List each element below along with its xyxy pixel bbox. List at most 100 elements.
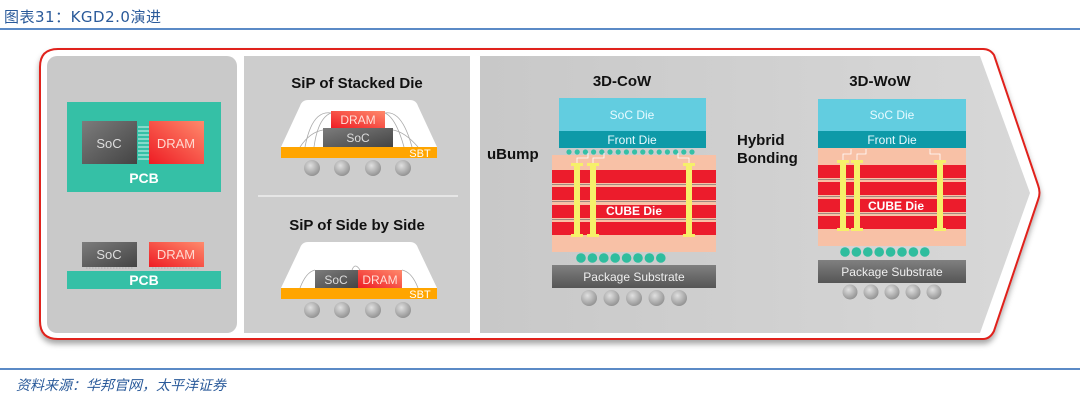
tsv-cap <box>587 163 599 166</box>
pcb-discrete-bottom: SoC DRAM PCB <box>67 242 221 289</box>
tsv-via <box>854 160 860 231</box>
bump <box>576 253 586 263</box>
tsv-via <box>686 163 692 237</box>
bump <box>897 247 907 257</box>
tsv-cap <box>837 160 849 163</box>
sbt-label: SBT <box>409 289 431 301</box>
tsv-cap <box>683 234 695 237</box>
bump-row <box>576 253 666 263</box>
bonding-label: Bonding <box>737 150 798 167</box>
front-die-label: Front Die <box>607 133 657 147</box>
solder-ball <box>842 284 858 300</box>
tsv-via <box>574 163 580 237</box>
interconnect-trace <box>842 149 941 160</box>
solder-balls <box>304 302 411 318</box>
bump <box>644 253 655 263</box>
front-die-label: Front Die <box>867 133 917 147</box>
soc-die-label: SoC Die <box>870 108 915 122</box>
ubump <box>664 149 671 155</box>
figure-caption: 图表31：KGD2.0演进 <box>4 8 162 26</box>
soc-label: SoC <box>346 131 370 145</box>
source-divider <box>0 368 1080 370</box>
ubump <box>689 149 695 155</box>
hybrid-label: Hybrid <box>737 132 785 149</box>
tsv-via <box>840 160 846 231</box>
sip-side-title: SiP of Side by Side <box>289 217 425 234</box>
bump <box>656 253 666 263</box>
ubump <box>607 149 613 155</box>
tsv-cap <box>837 228 849 231</box>
bump <box>840 247 850 257</box>
substrate-label: Package Substrate <box>583 270 685 284</box>
soc-label: SoC <box>96 136 121 151</box>
caption-divider <box>0 28 1080 30</box>
ubump <box>566 149 572 155</box>
panel-1-bg <box>47 56 237 333</box>
bump-row <box>840 247 930 257</box>
solder-ball <box>581 290 597 306</box>
tsv-cap <box>683 163 695 166</box>
tsv-via <box>590 163 596 237</box>
ubump <box>591 149 597 155</box>
ubump <box>582 149 589 155</box>
ubump <box>615 149 621 155</box>
3d-wow-title: 3D-WoW <box>849 73 911 90</box>
tsv-via <box>937 160 943 231</box>
solder-ball <box>863 284 879 300</box>
pcb-label: PCB <box>129 170 159 186</box>
solder-ball <box>926 284 942 300</box>
soc-label: SoC <box>96 247 121 262</box>
ubump <box>623 149 630 155</box>
pcb-discrete-top: SoC DRAM PCB <box>67 102 221 192</box>
3d-cow-stack: 3D-CoW uBump SoC Die Front Die CUBE Die … <box>487 73 716 306</box>
solder-ball <box>603 290 620 306</box>
interconnect-trace <box>576 153 690 163</box>
ubump <box>656 149 662 155</box>
dram-label: DRAM <box>157 247 195 262</box>
ubump <box>673 149 679 155</box>
3d-wow-stack: 3D-WoW Hybrid Bonding SoC Die Front Die … <box>737 73 966 300</box>
pcb-label: PCB <box>129 272 159 288</box>
ubump <box>640 149 646 155</box>
ubump-row <box>566 149 695 155</box>
bump <box>610 253 620 263</box>
substrate-label: Package Substrate <box>841 265 943 279</box>
bump <box>908 247 919 257</box>
tsv-cap <box>571 234 583 237</box>
ubump-label: uBump <box>487 146 539 163</box>
ubump <box>648 149 654 155</box>
bump <box>920 247 930 257</box>
bump <box>863 247 873 257</box>
soc-label: SoC <box>324 273 348 287</box>
bump <box>599 253 609 263</box>
bump <box>587 253 598 263</box>
bump <box>633 253 643 263</box>
cube-die-label: CUBE Die <box>606 204 662 218</box>
soc-die-label: SoC Die <box>610 108 655 122</box>
solder-ball <box>648 290 665 306</box>
ubump <box>632 149 638 155</box>
ubump <box>681 149 687 155</box>
ubump <box>599 149 605 155</box>
bump <box>885 247 896 257</box>
solder-ball <box>626 290 642 306</box>
solder-balls <box>842 284 942 300</box>
3d-cow-title: 3D-CoW <box>593 73 652 90</box>
sip-stacked-title: SiP of Stacked Die <box>291 75 422 92</box>
sip-side-by-side: SiP of Side by Side SoC DRAM SBT <box>281 217 437 318</box>
tsv-cap <box>934 160 946 163</box>
sbt-label: SBT <box>409 148 431 160</box>
bump <box>874 247 884 257</box>
ubump <box>574 149 580 155</box>
bump <box>851 247 862 257</box>
solder-ball <box>905 284 921 300</box>
tsv-cap <box>571 163 583 166</box>
tsv-cap <box>934 228 946 231</box>
tsv-cap <box>851 228 863 231</box>
solder-ball <box>671 290 687 306</box>
dram-label: DRAM <box>340 113 375 127</box>
tsv-cap <box>851 160 863 163</box>
solder-balls <box>581 290 687 306</box>
dram-label: DRAM <box>362 273 397 287</box>
